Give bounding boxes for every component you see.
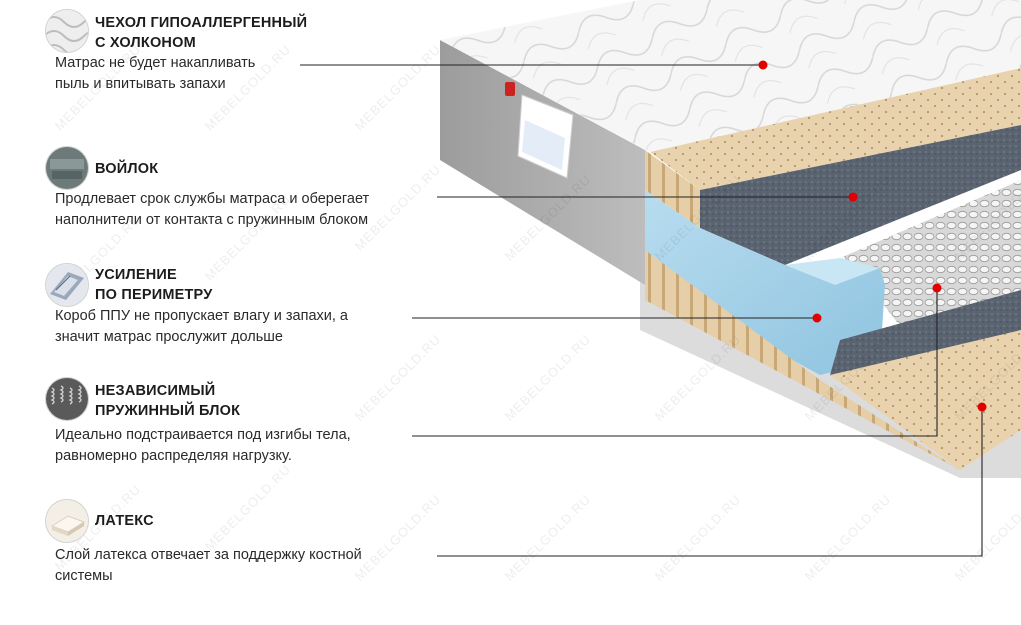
marker-cover [758,60,768,70]
marker-perimeter [812,313,822,323]
perimeter-reinforcement-icon [46,264,88,306]
quilted-cover [440,0,1021,152]
feature-description: Продлевает срок службы матраса и оберега… [55,191,370,228]
felt-layer-icon [46,147,88,189]
feature-title: ВОЙЛОК [95,161,159,177]
spring-block-icon [46,378,88,420]
feature-title: ЛАТЕКС [95,513,154,529]
latex-layer-icon [46,500,88,542]
marker-latex [977,402,987,412]
top-latex-layer [650,68,1021,190]
feature-description: Слой латекса отвечает за поддержку костн… [55,547,362,584]
feature-description: Идеально подстраивается под изгибы тела,… [55,427,351,464]
feature-title: ЧЕХОЛ ГИПОАЛЛЕРГЕННЫЙ С ХОЛКОНОМ [95,15,308,51]
tag-loop [505,82,515,96]
marker-felt [848,192,858,202]
top-latex-edge [645,150,700,228]
feature-title: НЕЗАВИСИМЫЙ ПРУЖИННЫЙ БЛОК [95,383,241,419]
markers [758,60,987,412]
foam-top [785,258,880,285]
marker-springs [932,283,942,293]
tag-pattern [522,120,565,170]
quilted-cover-icon [46,10,88,52]
foam-perimeter [645,190,885,375]
feature-description: Матрас не будет накапливать пыль и впиты… [55,55,256,92]
feature-title: УСИЛЕНИЕ ПО ПЕРИМЕТРУ [95,267,213,303]
leader-lines [300,64,983,557]
felt-top [700,125,1021,265]
feature-description: Короб ППУ не пропускает влагу и запахи, … [55,308,348,345]
bottom-latex-top [830,330,1021,470]
